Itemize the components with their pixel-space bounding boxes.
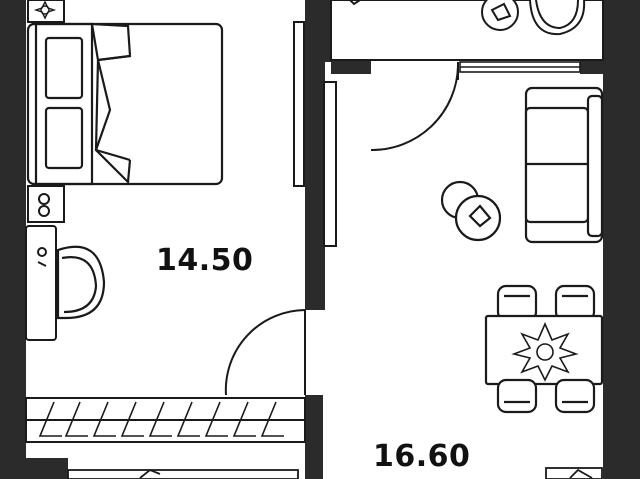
clothes-hanger-icon [38, 401, 284, 437]
window-top-left [27, 0, 65, 23]
armchair-icon [56, 245, 106, 320]
bottom-furniture [67, 467, 603, 479]
door-swing-icon [224, 309, 306, 396]
room-area-bedroom: 14.50 [156, 243, 254, 278]
room-area-living-room: 16.60 [373, 439, 471, 474]
coffee-table-icon [440, 180, 502, 242]
desk [25, 225, 57, 341]
window-top-right [459, 61, 581, 73]
flower-icon-small [33, 0, 57, 20]
door-swing-icon-2 [370, 62, 459, 152]
upper-room-furniture [330, 0, 604, 61]
bed-icon [26, 22, 224, 186]
sofa-icon [524, 86, 604, 244]
partition-posts [293, 21, 337, 247]
flower-icon [511, 322, 579, 382]
nightstand [27, 185, 65, 223]
